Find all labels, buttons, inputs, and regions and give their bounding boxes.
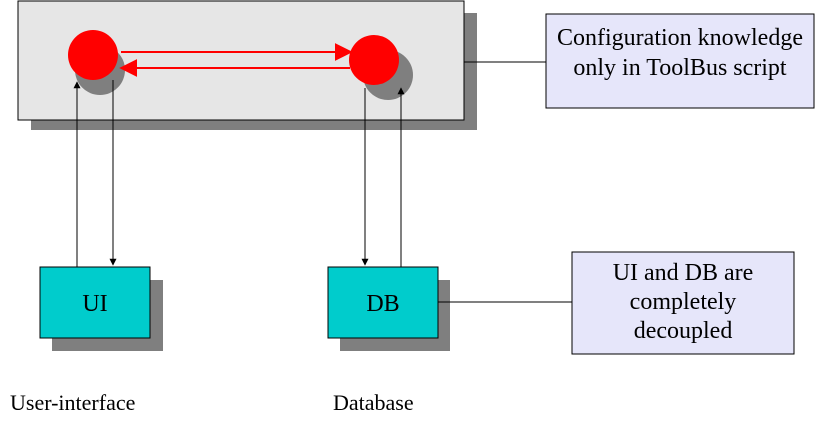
ui-process-node: [68, 30, 118, 80]
db-process-node: [349, 35, 399, 85]
decoupled-note-line2: completely: [630, 289, 737, 315]
decoupled-note-box: [571, 251, 795, 355]
ui-box-label: UI: [82, 291, 107, 317]
ui-caption: User-interface: [10, 390, 135, 415]
db-caption: Database: [333, 390, 414, 415]
ui-box: [39, 266, 151, 339]
config-note-line1: Configuration knowledge: [557, 25, 803, 51]
config-note-line2: only in ToolBus script: [573, 55, 787, 81]
db-box-label: DB: [366, 291, 399, 317]
config-note-box: [545, 13, 815, 109]
decoupled-note-line1: UI and DB are: [613, 260, 754, 286]
db-box: [327, 266, 439, 339]
decoupled-note-line3: decoupled: [634, 318, 733, 344]
